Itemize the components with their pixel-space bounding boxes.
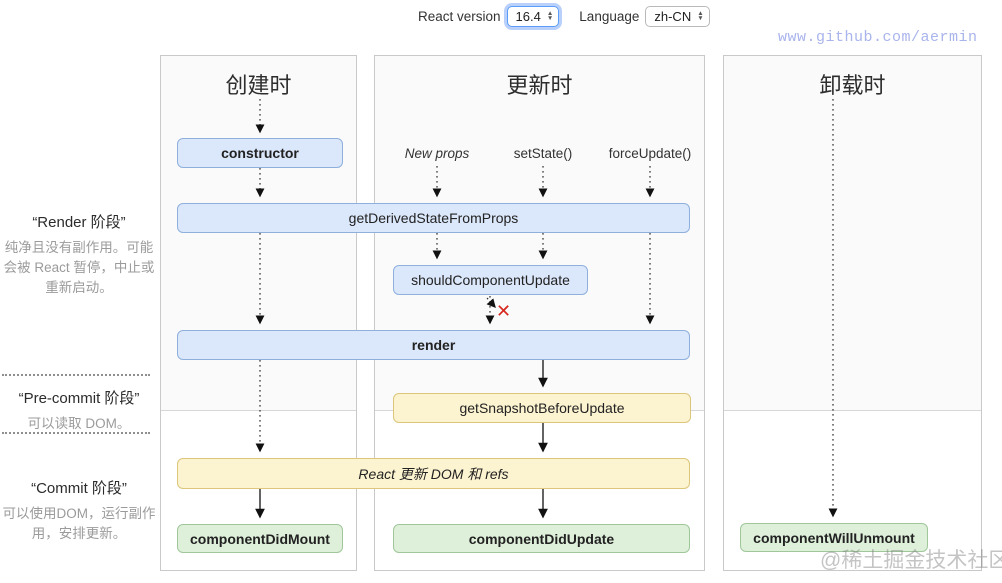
react-version-value: 16.4 [515,9,541,24]
language-value: zh-CN [654,9,692,24]
box-component-did-mount[interactable]: componentDidMount [177,524,343,553]
box-component-did-update[interactable]: componentDidUpdate [393,524,690,553]
react-version-select[interactable]: 16.4 ▲▼ [506,6,560,27]
column-title-unmounting: 卸载时 [819,73,886,98]
select-stepper-icon: ▲▼ [697,10,704,22]
watermark-github: www.github.com/aermin [778,29,978,46]
box-get-snapshot-before-update[interactable]: getSnapshotBeforeUpdate [393,393,691,423]
phase-label-commit: “Commit 阶段” 可以使用DOM，运行副作用，安排更新。 [0,477,158,544]
column-unmounting: 卸载时 [723,55,982,571]
column-mounting: 创建时 [160,55,357,571]
reject-x-icon: ✕ [496,301,512,321]
select-stepper-icon: ▲▼ [546,10,554,22]
toolbar: React version 16.4 ▲▼ Language zh-CN ▲▼ [0,0,1002,36]
phase-commit-title: “Commit 阶段” [31,480,127,497]
box-constructor[interactable]: constructor [177,138,343,168]
trigger-force-update: forceUpdate() [608,146,692,161]
column-title-updating: 更新时 [506,73,573,98]
column-title-mounting: 创建时 [225,73,292,98]
phase-divider [2,374,150,376]
phase-divider [2,432,150,434]
trigger-new-props: New props [404,146,470,161]
language-label: Language [579,9,640,24]
watermark-juejin: @稀土掘金技术社区 [820,549,1002,572]
language-select[interactable]: zh-CN ▲▼ [645,6,710,27]
phase-render-desc: 纯净且没有副作用。可能会被 React 暂停，中止或重新启动。 [3,240,155,295]
phase-commit-desc: 可以使用DOM，运行副作用，安排更新。 [2,506,156,541]
phase-precommit-desc: 可以读取 DOM。 [27,416,131,431]
box-react-updates-dom: React 更新 DOM 和 refs [177,458,690,489]
box-render[interactable]: render [177,330,690,360]
render-phase-area [724,56,981,411]
trigger-set-state: setState() [513,146,573,161]
box-should-component-update[interactable]: shouldComponentUpdate [393,265,588,295]
phase-precommit-title: “Pre-commit 阶段” [18,390,140,407]
column-updating: 更新时 [374,55,705,571]
phase-label-precommit: “Pre-commit 阶段” 可以读取 DOM。 [0,387,158,434]
phase-render-title: “Render 阶段” [32,214,126,231]
phase-label-render: “Render 阶段” 纯净且没有副作用。可能会被 React 暂停，中止或重新… [0,211,158,298]
react-version-label: React version [418,9,501,24]
box-get-derived-state-from-props[interactable]: getDerivedStateFromProps [177,203,690,233]
box-component-will-unmount[interactable]: componentWillUnmount [740,523,928,552]
